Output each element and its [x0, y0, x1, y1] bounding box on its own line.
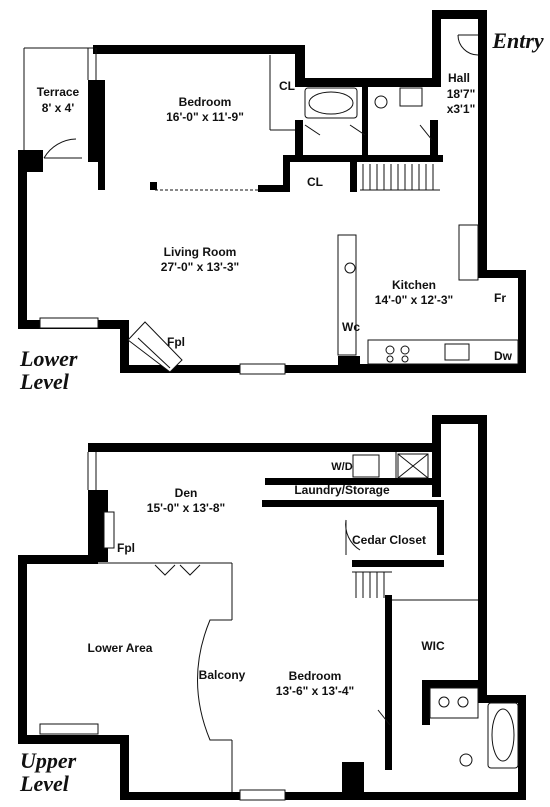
cedar-closet-label: Cedar Closet: [352, 533, 426, 547]
upper-level-plan: [18, 415, 526, 801]
dishwasher-label: Dw: [494, 349, 513, 363]
entry-label: Entry: [491, 28, 544, 53]
bedroom-lower-dims: 16'-0" x 11'-9": [166, 110, 244, 124]
laundry-label: Laundry/Storage: [294, 483, 390, 497]
den-label: Den: [175, 486, 198, 500]
wd-label: W/D: [331, 461, 352, 473]
kitchen-label: Kitchen: [392, 278, 436, 292]
fireplace-lower-label: Fpl: [167, 335, 185, 349]
balcony-label: Balcony: [199, 668, 246, 682]
lower-level-title-1: Lower: [19, 346, 78, 371]
fridge-label: Fr: [494, 291, 506, 305]
hall-dims-1: 18'7": [447, 87, 476, 101]
fireplace-upper-label: Fpl: [117, 541, 135, 555]
bedroom-upper-label: Bedroom: [289, 669, 342, 683]
living-room-dims: 27'-0" x 13'-3": [161, 260, 239, 274]
living-room-label: Living Room: [164, 245, 237, 259]
upper-level-title-2: Level: [19, 771, 70, 796]
closet-label-1: CL: [279, 79, 295, 93]
lower-level-title-2: Level: [19, 369, 70, 394]
terrace-label: Terrace: [37, 85, 80, 99]
bedroom-lower-label: Bedroom: [179, 95, 232, 109]
upper-level-title-1: Upper: [20, 748, 77, 773]
lower-area-label: Lower Area: [88, 641, 153, 655]
lower-level-plan: [18, 10, 526, 375]
bedroom-upper-dims: 13'-6" x 13'-4": [276, 684, 354, 698]
hall-dims-2: x3'1": [447, 102, 476, 116]
closet-label-2: CL: [307, 175, 323, 189]
kitchen-dims: 14'-0" x 12'-3": [375, 293, 453, 307]
wic-label: WIC: [421, 639, 445, 653]
terrace-dims: 8' x 4': [42, 101, 75, 115]
den-dims: 15'-0" x 13'-8": [147, 501, 225, 515]
hall-label: Hall: [448, 71, 470, 85]
wc-label: Wc: [342, 320, 360, 334]
